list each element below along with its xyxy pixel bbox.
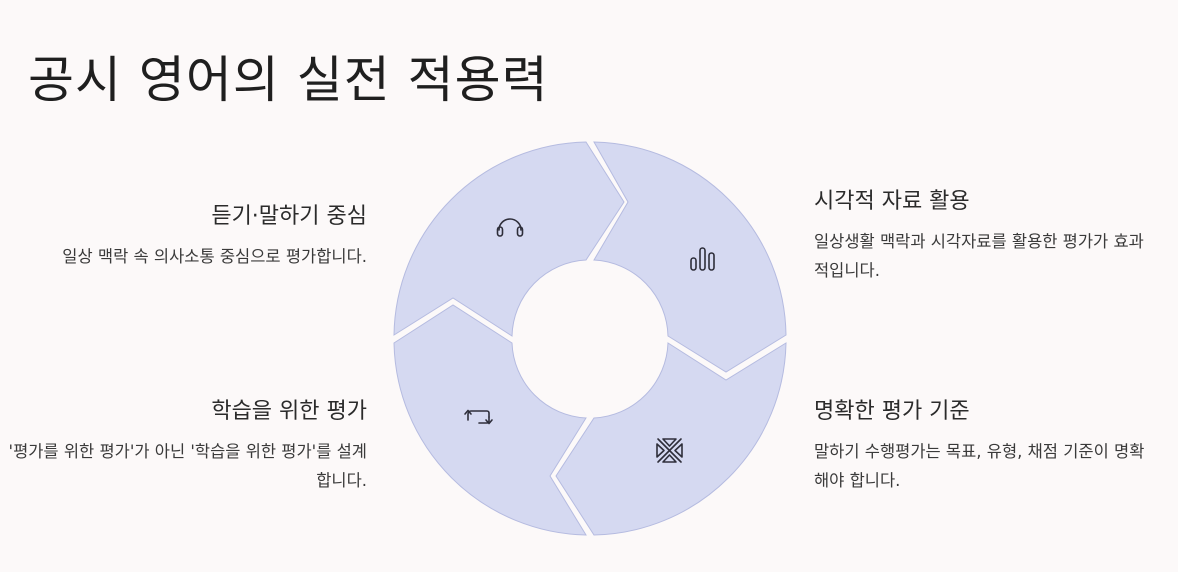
cycle-segment-bottom-left [393,304,587,536]
section-top-left: 듣기·말하기 중심 일상 맥락 속 의사소통 중심으로 평가합니다. [7,198,367,271]
bar-chart-icon [690,247,715,271]
section-text: 일상 맥락 속 의사소통 중심으로 평가합니다. [62,247,367,266]
section-bottom-left: 학습을 위한 평가 '평가를 위한 평가'가 아닌 '학습을 위한 평가'를 설… [7,393,367,495]
section-text: 일상생활 맥락과 시각자료를 활용한 평가가 효과적입니다. [814,232,1144,280]
section-bottom-right: 명확한 평가 기준 말하기 수행평가는 목표, 유형, 채점 기준이 명확해야 … [814,393,1154,495]
section-heading: 시각적 자료 활용 [814,189,970,214]
page-title: 공시 영어의 실전 적용력 [28,51,549,109]
section-text: '평가를 위한 평가'가 아닌 '학습을 위한 평가'를 설계합니다. [8,442,367,490]
section-heading: 듣기·말하기 중심 [211,204,367,229]
cycle-segment-top-left [393,141,625,337]
section-heading: 명확한 평가 기준 [814,399,970,424]
criteria-icon [656,438,683,463]
section-top-right: 시각적 자료 활용 일상생활 맥락과 시각자료를 활용한 평가가 효과적입니다. [814,183,1154,285]
headphones-icon [496,218,524,237]
repeat-icon [464,409,493,425]
section-text: 말하기 수행평가는 목표, 유형, 채점 기준이 명확해야 합니다. [814,442,1145,490]
cycle-segment-top-right [593,141,787,373]
section-heading: 학습을 위한 평가 [211,399,367,424]
